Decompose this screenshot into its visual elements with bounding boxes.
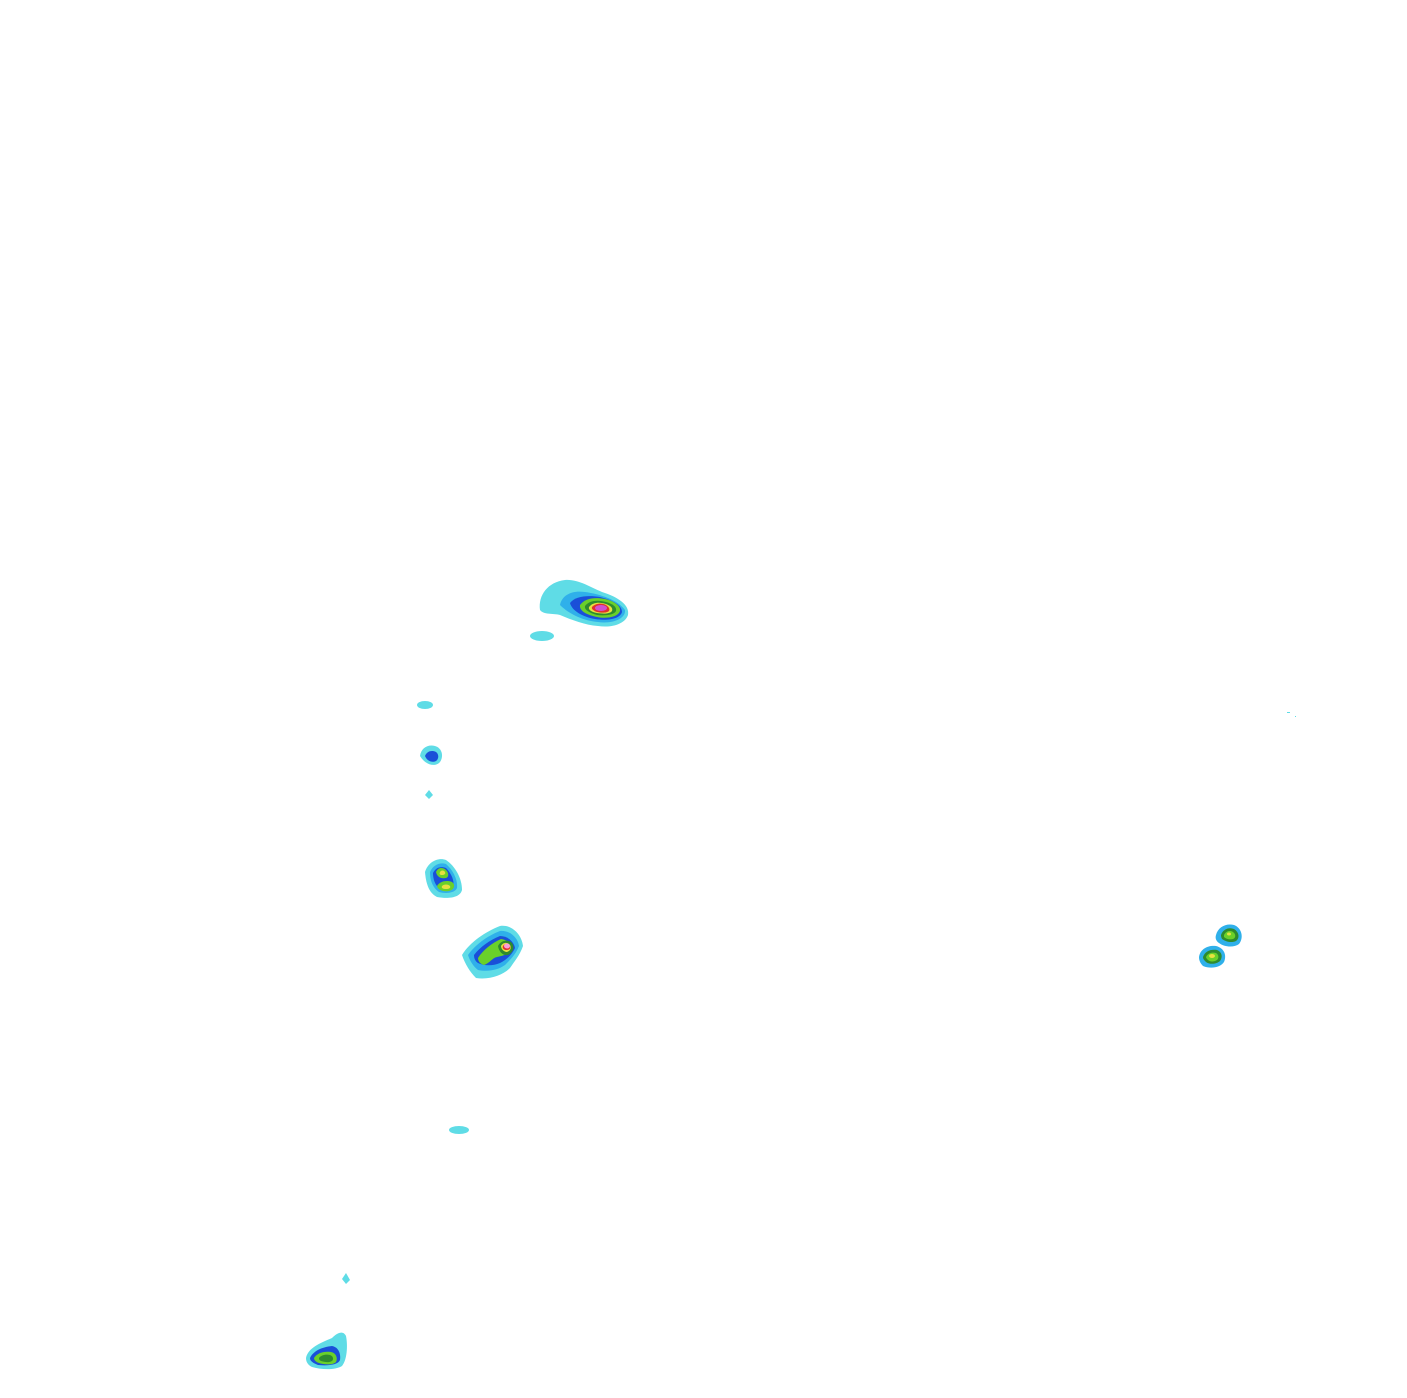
storm-cell bbox=[425, 859, 462, 898]
storm-cell bbox=[462, 925, 523, 979]
precip-patch bbox=[530, 631, 554, 641]
precip-patch bbox=[425, 790, 433, 799]
storm-cell-south bbox=[306, 1332, 347, 1370]
precip-patch bbox=[417, 701, 433, 709]
precip-patch bbox=[420, 745, 443, 765]
storm-cell-large bbox=[539, 579, 629, 627]
precip-speck bbox=[1287, 712, 1296, 717]
precip-patch bbox=[342, 1273, 350, 1284]
precip-patch bbox=[449, 1126, 469, 1134]
storm-cell-east bbox=[1199, 945, 1226, 968]
storm-cell-east bbox=[1215, 924, 1242, 947]
